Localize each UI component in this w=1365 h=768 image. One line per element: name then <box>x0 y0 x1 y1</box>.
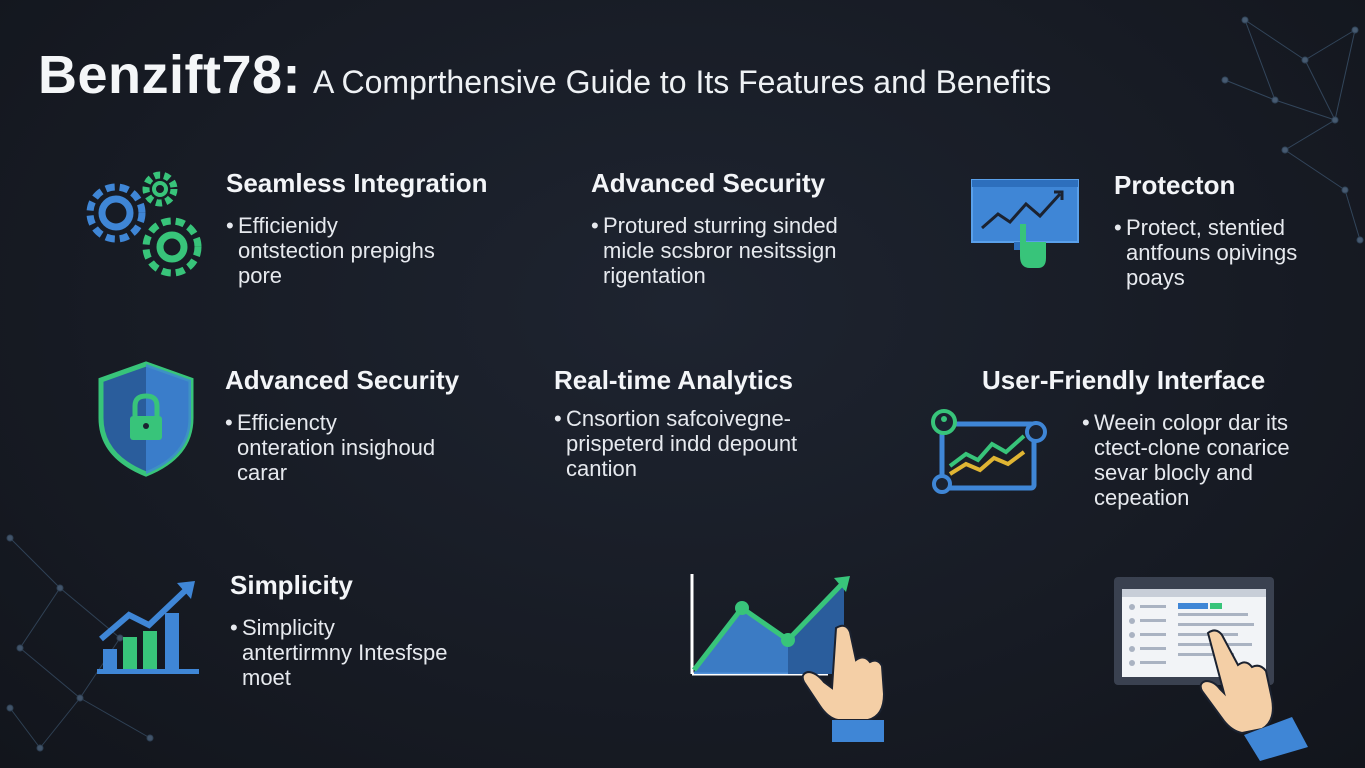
title-brand: Benzift78: <box>38 45 302 105</box>
feature-line: pore <box>238 263 283 288</box>
feature-bullet: Protect, stentied antfouns opivings poay… <box>1114 215 1297 290</box>
feature-line: Simplicity <box>230 615 447 640</box>
feature-real-time-analytics: Real-time Analytics Cnsortion safcoivegn… <box>554 365 797 481</box>
feature-line: sevar blocly and <box>1094 460 1253 485</box>
feature-bullet: Efficienidy ontstection prepighs pore <box>226 213 488 288</box>
dashboard-chart-icon <box>931 409 1047 494</box>
tablet-hand-icon <box>1114 577 1308 761</box>
feature-simplicity: Simplicity Simplicity antertirmny Intesf… <box>230 570 447 690</box>
feature-line: onteration insighoud <box>237 435 436 460</box>
feature-line: moet <box>242 665 291 690</box>
feature-heading: Real-time Analytics <box>554 365 793 395</box>
feature-line: antertirmny Intesfspe <box>242 640 448 665</box>
monitor-chart-hand-icon <box>971 179 1079 268</box>
feature-heading: Seamless Integration <box>226 168 488 198</box>
feature-line: Efficienidy <box>226 213 488 238</box>
network-decoration-top-right <box>1221 16 1364 244</box>
feature-line: prispeterd indd depount <box>566 431 798 456</box>
feature-line: carar <box>237 460 288 485</box>
network-decoration-bottom-left <box>6 534 154 752</box>
gears-icon <box>86 171 202 277</box>
feature-line: Efficiencty <box>225 410 459 435</box>
feature-line: poays <box>1126 265 1185 290</box>
feature-line: Weein colopr dar its <box>1082 410 1290 435</box>
feature-line: ctect-clone conarice <box>1094 435 1290 460</box>
feature-bullet: Cnsortion safcoivegne- prispeterd indd d… <box>554 406 797 481</box>
feature-heading: Advanced Security <box>591 168 826 198</box>
feature-bullet: Protured sturring sinded micle scsbror n… <box>591 213 838 288</box>
feature-user-friendly-interface: User-Friendly Interface Weein colopr dar… <box>982 365 1290 510</box>
feature-heading: Protecton <box>1114 170 1236 200</box>
feature-heading: Advanced Security <box>225 365 460 395</box>
feature-bullet: Efficiencty onteration insighoud carar <box>225 410 459 485</box>
feature-heading: User-Friendly Interface <box>982 365 1266 395</box>
feature-line: cantion <box>566 456 637 481</box>
feature-advanced-security: Advanced Security Efficiencty onteration… <box>225 365 459 485</box>
feature-seamless-integration: Seamless Integration Efficienidy ontstec… <box>226 168 488 288</box>
bar-growth-icon <box>97 581 199 674</box>
feature-advanced-security-top: Advanced Security Protured sturring sind… <box>591 168 838 288</box>
feature-line: cepeation <box>1094 485 1190 510</box>
feature-heading: Simplicity <box>230 570 353 600</box>
area-chart-hand-icon <box>690 574 886 742</box>
feature-bullet: Simplicity antertirmny Intesfspe moet <box>230 615 447 690</box>
page-title: Benzift78: A Comprthensive Guide to Its … <box>38 44 1051 106</box>
feature-line: ontstection prepighs <box>238 238 435 263</box>
title-subtitle: A Comprthensive Guide to Its Features an… <box>313 64 1052 100</box>
feature-line: rigentation <box>603 263 706 288</box>
shield-lock-icon <box>98 361 194 477</box>
feature-line: antfouns opivings <box>1126 240 1298 265</box>
feature-line: Protured sturring sinded <box>591 213 838 238</box>
feature-line: Protect, stentied <box>1114 215 1297 240</box>
feature-line: Cnsortion safcoivegne- <box>554 406 797 431</box>
feature-protecton: Protecton Protect, stentied antfouns opi… <box>1114 170 1297 290</box>
feature-bullet: Weein colopr dar its ctect-clone conaric… <box>1082 410 1290 510</box>
feature-line: micle scsbror nesitssign <box>603 238 837 263</box>
